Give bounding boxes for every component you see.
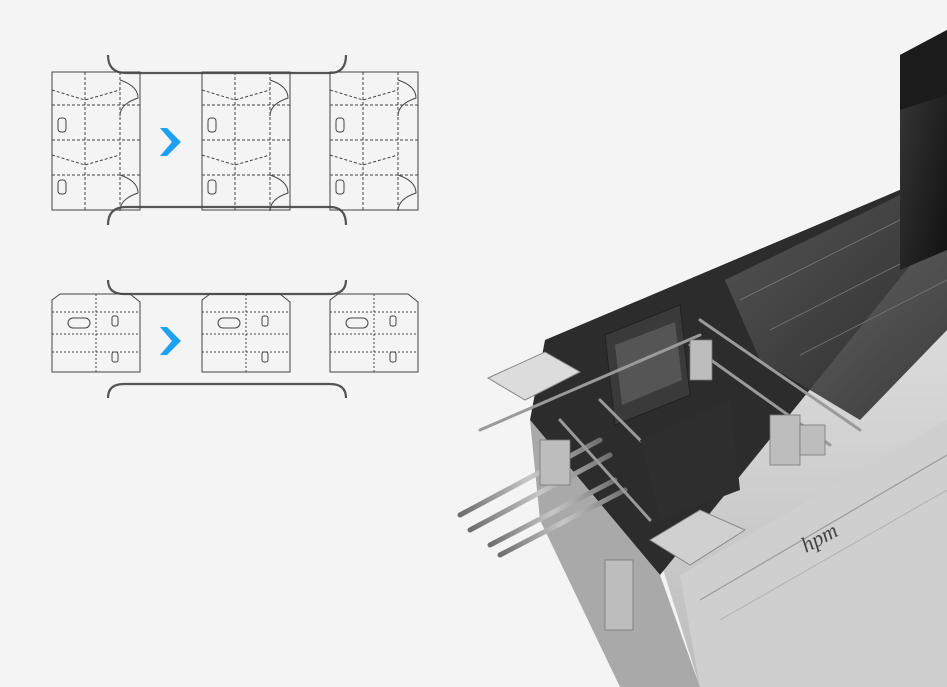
carton-blank-bottom-2 xyxy=(201,293,291,373)
packaging-machine: hpm xyxy=(457,30,947,687)
mechanism-blocks xyxy=(539,339,826,631)
plate-right xyxy=(649,509,747,566)
bottom-row-guide-rails xyxy=(106,279,348,399)
top-row-guide-rails xyxy=(106,54,348,226)
feed-rods xyxy=(457,437,628,558)
carton-blank-top-3 xyxy=(329,71,419,212)
carton-blank-bottom-3 xyxy=(329,293,419,373)
plate-left xyxy=(486,351,582,401)
process-arrow-bottom xyxy=(160,327,181,355)
machine-cabinet xyxy=(680,420,947,687)
process-arrow-top xyxy=(160,128,181,156)
carton-blank-bottom-1 xyxy=(51,293,141,373)
carton-blank-top-2 xyxy=(201,71,291,212)
glass-guard xyxy=(725,195,947,420)
machine-end-panel xyxy=(530,420,700,687)
carton-blank-top-1 xyxy=(51,71,141,212)
